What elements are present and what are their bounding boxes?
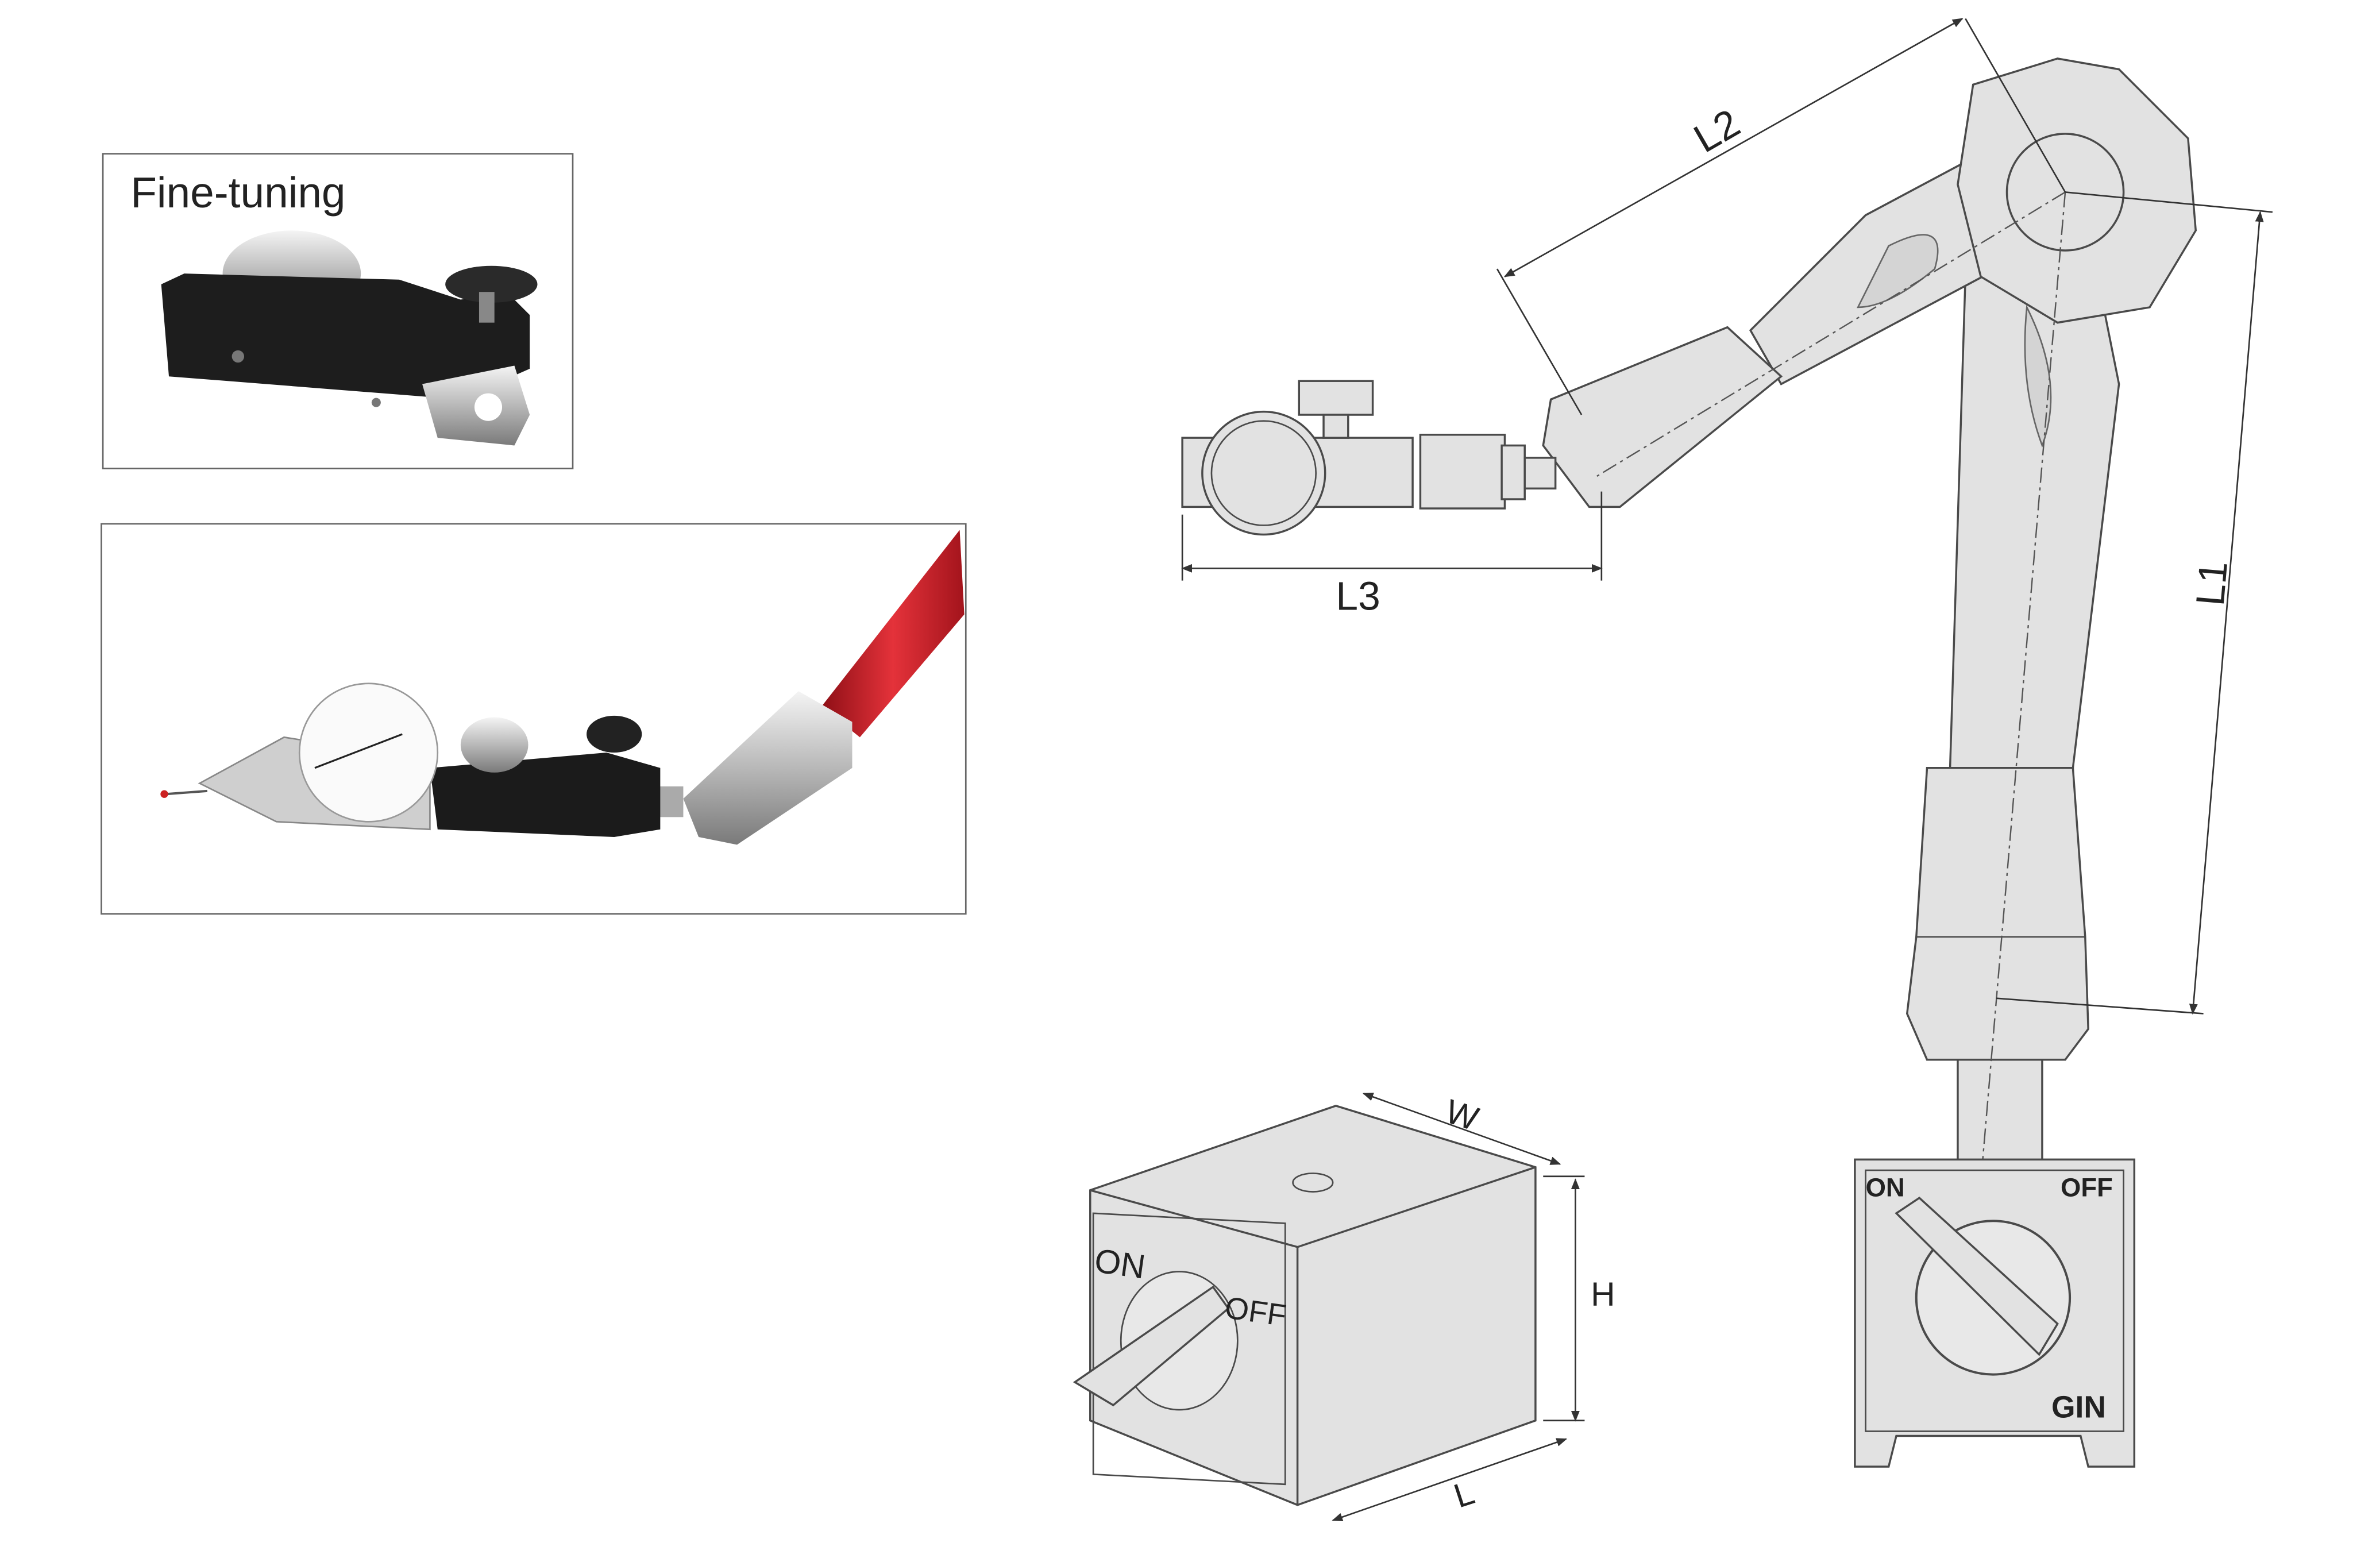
indicator-photo-inset: [101, 523, 967, 915]
main-base-on-label: ON: [1866, 1173, 1905, 1202]
dimension-h: H: [1591, 1275, 1615, 1313]
dimension-l3: L3: [1336, 573, 1380, 618]
dimension-l1: L1: [2188, 560, 2236, 608]
main-base-off-label: OFF: [2061, 1173, 2113, 1202]
main-base-brand-label: GIN: [2051, 1390, 2106, 1424]
small-base-on-label: ON: [1092, 1242, 1147, 1286]
small-base-off-label: OFF: [1223, 1291, 1289, 1333]
dimension-w: W: [1441, 1093, 1483, 1138]
fine-tuning-clamp-photo: [161, 230, 538, 446]
dimension-l: L: [1449, 1474, 1479, 1515]
dimension-l2: L2: [1686, 100, 1747, 161]
fine-tuning-title: Fine-tuning: [130, 168, 345, 217]
magnetic-base-drawing: ON OFF W H L: [1073, 1093, 1615, 1522]
fine-tuning-inset: Fine-tuning: [102, 153, 574, 469]
